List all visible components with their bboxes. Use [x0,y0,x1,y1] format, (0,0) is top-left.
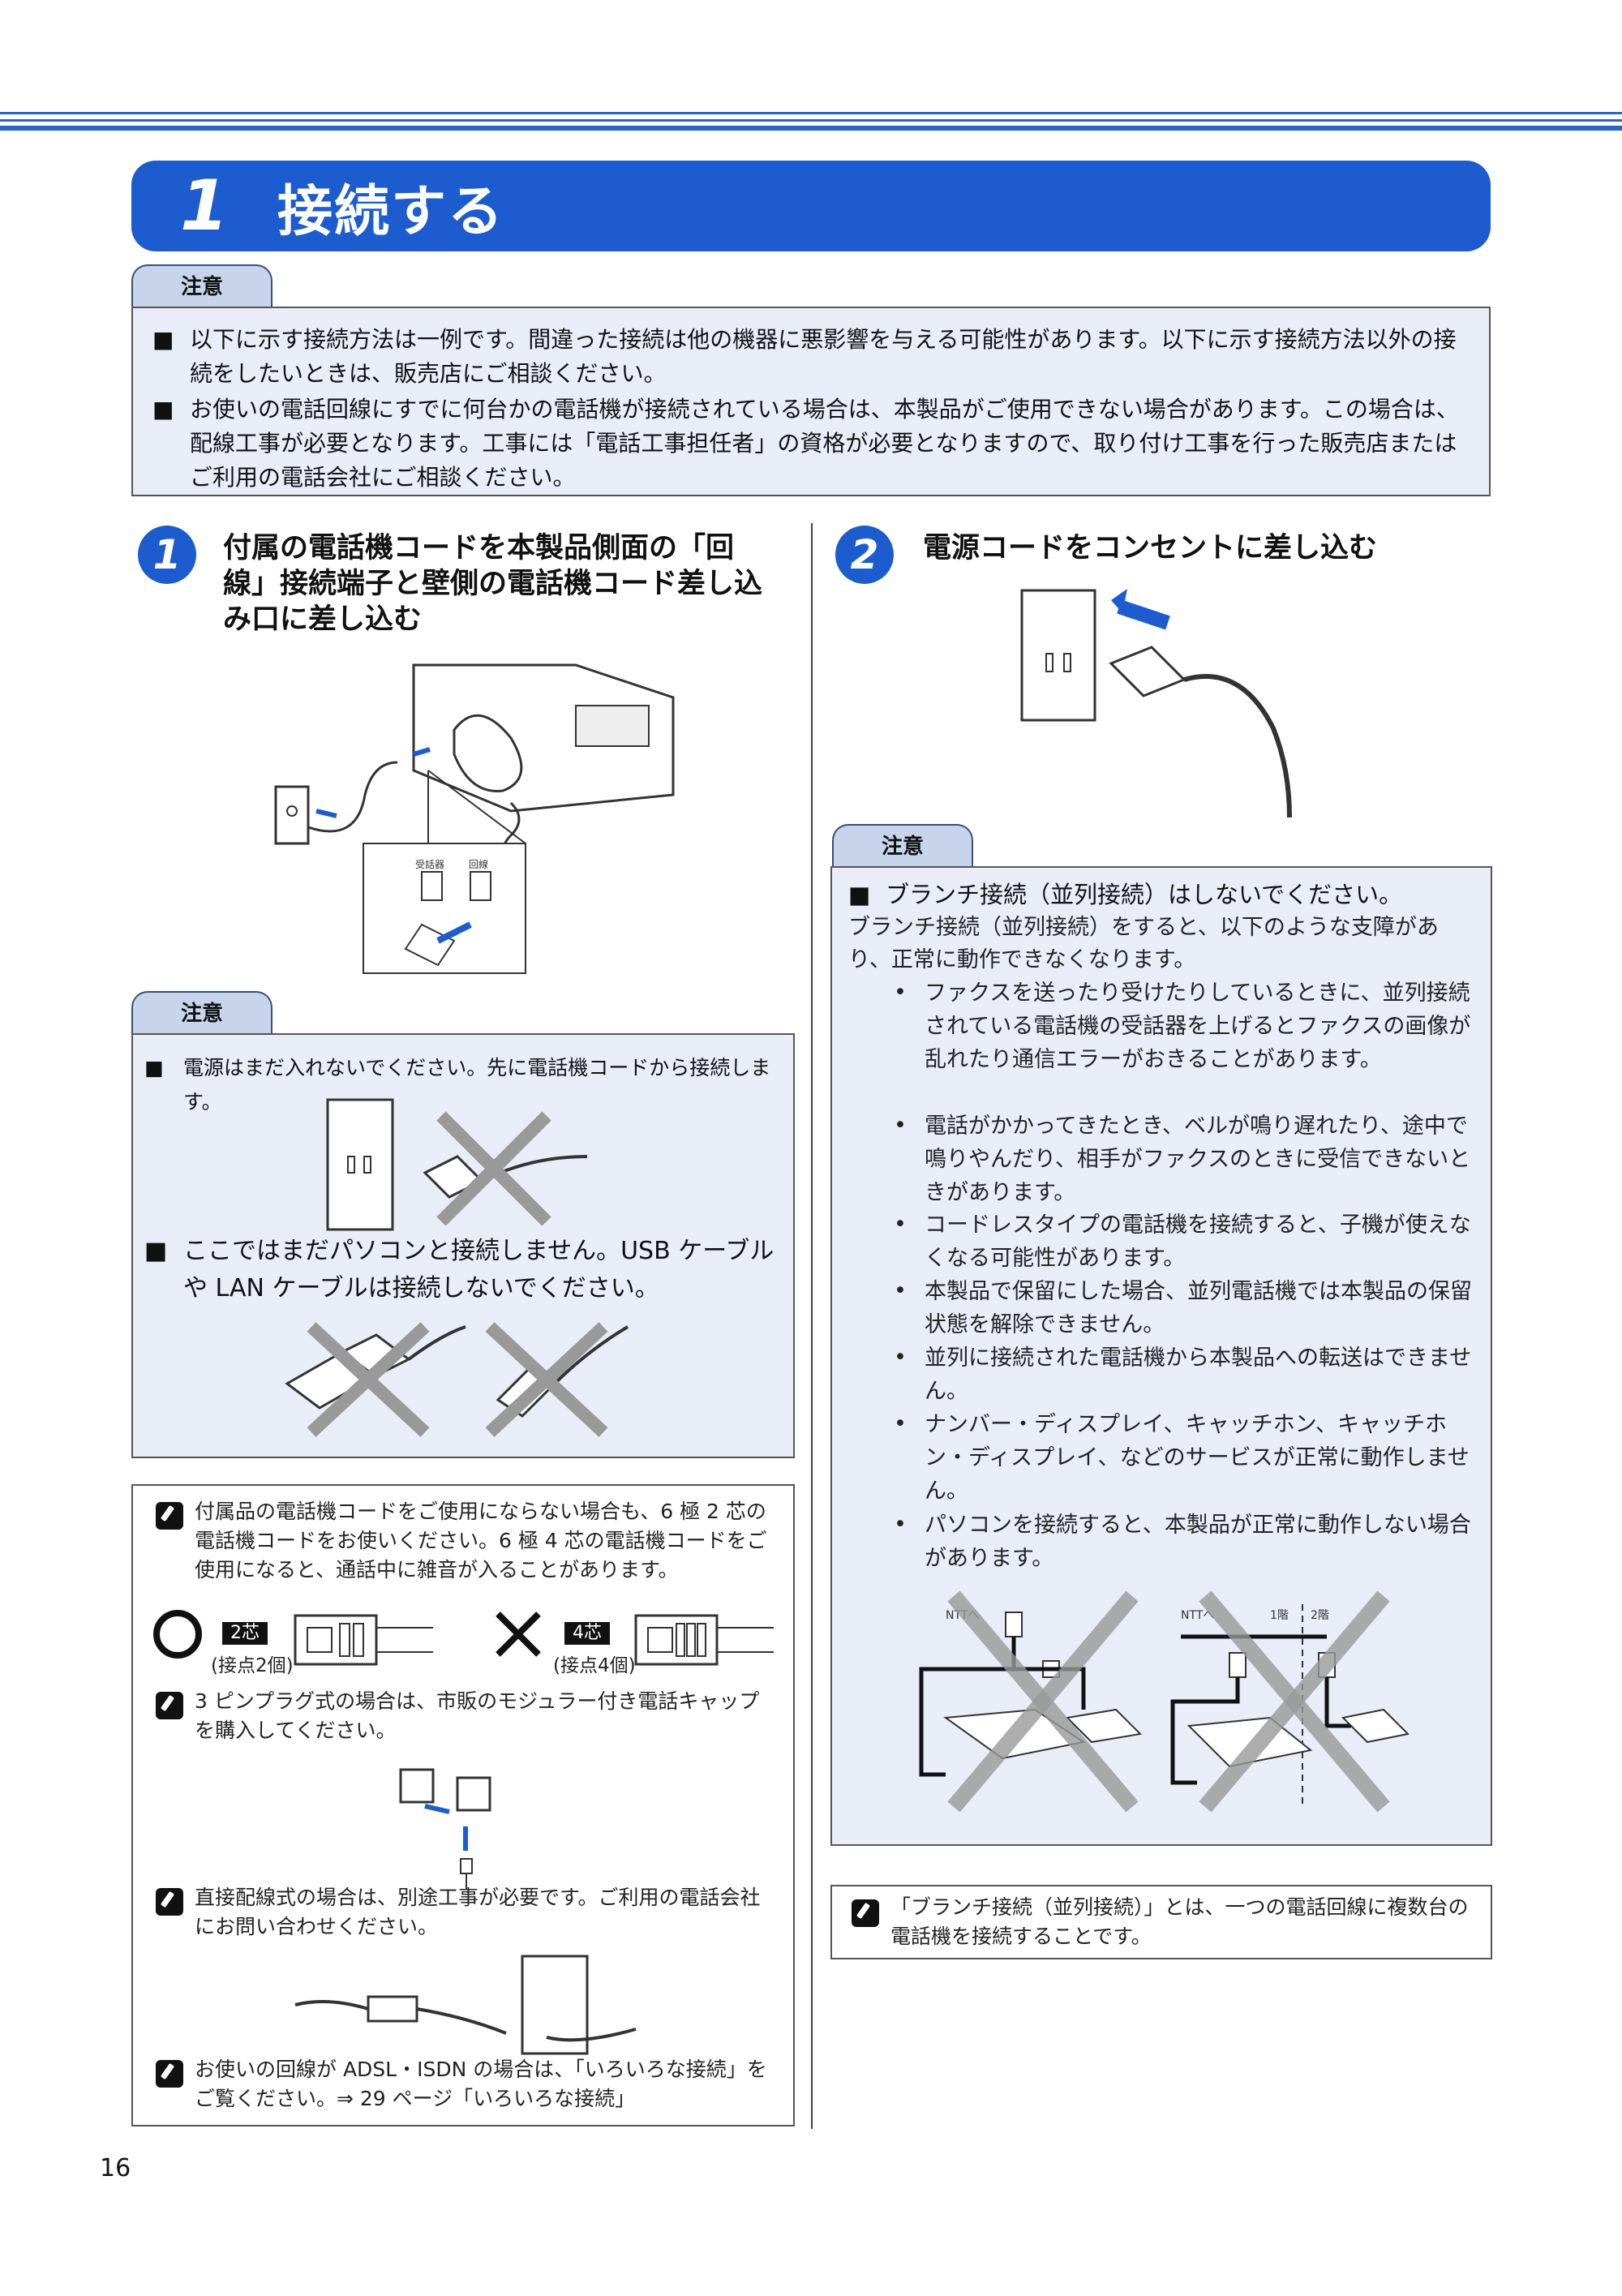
step1-title: 付属の電話機コードを本製品側面の「回線」接続端子と壁側の電話機コード差し込み口に… [223,532,763,636]
header-rule [0,112,1622,114]
note-box-right: 「ブランチ接続（並列接続）」とは、一つの電話回線に複数台の電話機を接続することで… [830,1885,1492,1959]
bullet-dot: • [894,1113,907,1138]
ok-circle-icon [153,1610,202,1659]
no-power-plug-illustration [326,1098,588,1231]
caution-item: ■以下に示す接続方法は一例です。間違った接続は他の機器に悪影響を与える可能性があ… [152,326,1457,387]
bullet-dot: • [894,1512,907,1537]
label-floor1: 1階 [1270,1609,1289,1622]
header-rule [0,126,1622,131]
bullet-dot: • [894,1278,907,1303]
step1-number: 1 [138,526,196,584]
caution-list-item: コードレスタイプの電話機を接続すると、子機が使えなくなる可能性があります。 [925,1212,1471,1271]
core4-sub: (接点4個) [553,1655,636,1676]
section-title-bar: 1 接続する [131,161,1491,251]
caution-tab: 注意 [832,824,973,868]
core4-label: 4芯 [564,1622,610,1645]
modular-cap-illustration [399,1768,491,1890]
branch-connection-diagram-2: NTTへ 1階 2階 [1170,1590,1410,1813]
memo-icon [852,1899,879,1927]
label-floor2: 2階 [1311,1609,1329,1622]
section-title: 接続する [277,179,505,244]
note-text: 「ブランチ接続（並列接続）」とは、一つの電話回線に複数台の電話機を接続することで… [890,1895,1469,1948]
note-text: 付属品の電話機コードをご使用にならない場合も、6 極 2 芯の電話機コードをお使… [195,1500,767,1581]
header-rule [0,119,1622,122]
core2-sub: (接点2個) [211,1655,294,1676]
caution-tab: 注意 [131,264,272,308]
memo-icon [156,2060,183,2088]
caution-box-right: ■ブランチ接続（並列接続）はしないでください。 ブランチ接続（並列接続）をすると… [830,866,1492,1846]
section-number: 1 [180,165,229,247]
memo-icon [156,1888,183,1916]
caution-item: ■電源はまだ入れないでください。先に電話機コードから接続します。 [144,1056,771,1114]
caution-box-top: ■以下に示す接続方法は一例です。間違った接続は他の機器に悪影響を与える可能性があ… [131,307,1491,496]
caution-heading: ■ブランチ接続（並列接続）はしないでください。 [848,881,1403,908]
bullet-dot: • [894,980,907,1005]
four-core-plug-illustration [634,1614,774,1666]
label-ntt: NTTへ [1181,1609,1214,1622]
caution-item: ■ここではまだパソコンと接続しません。USB ケーブルや LAN ケーブルは接続… [144,1237,775,1302]
core2-label: 2芯 [222,1622,268,1645]
caution-list-item: パソコンを接続すると、本製品が正常に動作しない場合があります。 [925,1513,1471,1571]
label-handset: 受話器 [415,858,444,870]
bullet-dot: • [894,1411,907,1436]
page-number: 16 [100,2154,131,2182]
memo-icon [156,1692,183,1719]
note-text: 3 ピンプラグ式の場合は、市販のモジュラー付き電話キャップを購入してください。 [195,1689,760,1742]
bullet-dot: • [894,1212,907,1237]
ng-cross-icon [496,1611,541,1657]
bullet-dot: • [894,1345,907,1370]
note-text: お使いの回線が ADSL・ISDN の場合は、「いろいろな接続」をご覧ください。… [195,2058,767,2110]
caution-list-item: 本製品で保留にした場合、並列電話機では本製品の保留状態を解除できません。 [925,1279,1472,1337]
caution-list-item: ファクスを送ったり受けたりしているときに、並列接続されている電話機の受話器を上げ… [925,981,1471,1072]
fax-connection-illustration: 受話器 回線 [274,663,675,974]
no-usb-lan-illustration [285,1322,629,1437]
caution-list-item: 並列に接続された電話機から本製品への転送はできません。 [925,1345,1472,1404]
step2-number: 2 [835,526,894,584]
note-text: 直接配線式の場合は、別途工事が必要です。ご利用の電話会社にお問い合わせください。 [195,1886,761,1938]
caution-intro: ブランチ接続（並列接続）をすると、以下のような支障があり、正常に動作できなくなり… [848,915,1439,972]
direct-wiring-illustration [294,1955,637,2055]
caution-box-left: ■電源はまだ入れないでください。先に電話機コードから接続します。 ■ここではまだ… [131,1033,795,1458]
column-divider [811,523,813,2129]
caution-list-item: 電話がかかってきたとき、ベルが鳴り遅れたり、途中で鳴りやんだり、相手がファクスの… [925,1114,1471,1205]
caution-item: ■お使いの電話回線にすでに何台かの電話機が接続されている場合は、本製品がご使用で… [152,396,1459,491]
step2-title: 電源コードをコンセントに差し込む [923,532,1378,564]
notes-box-left: 付属品の電話機コードをご使用にならない場合も、6 極 2 芯の電話機コードをお使… [131,1484,795,2126]
branch-connection-diagram-1: NTTへ [919,1590,1143,1813]
memo-icon [156,1502,183,1530]
label-line: 回線 [469,858,488,870]
power-plug-illustration [1020,589,1292,818]
two-core-plug-illustration [294,1614,433,1666]
caution-tab: 注意 [131,991,272,1035]
caution-list-item: ナンバー・ディスプレイ、キャッチホン、キャッチホン・ディスプレイ、などのサービス… [925,1412,1470,1504]
